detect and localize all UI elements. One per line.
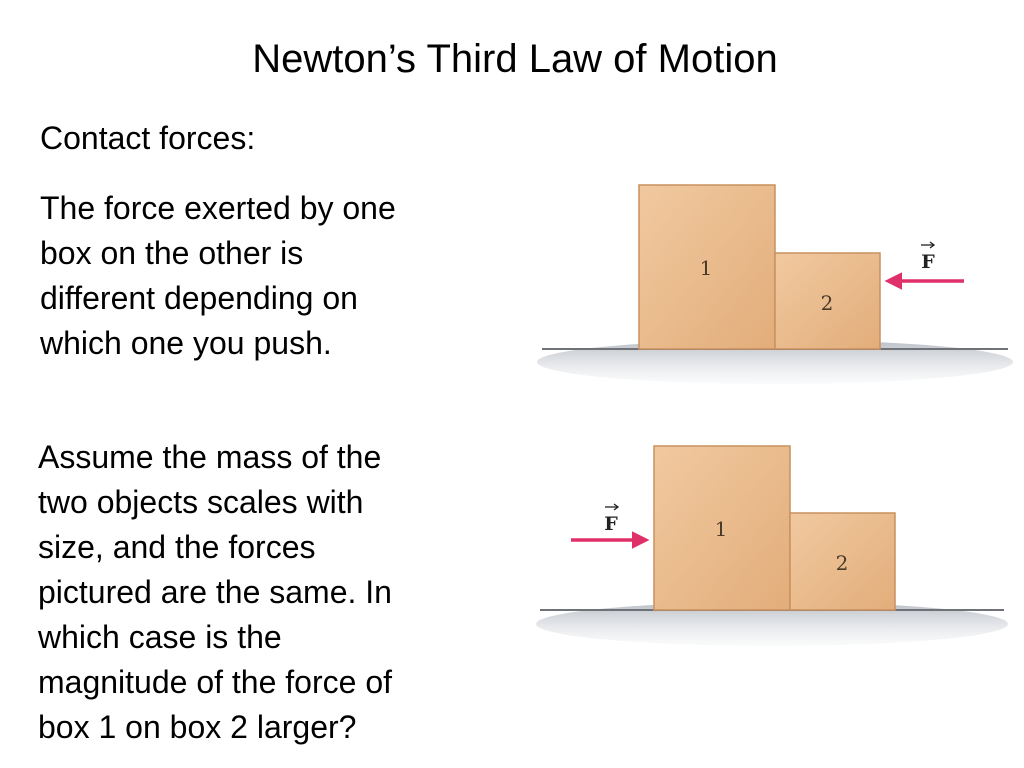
paragraph2-line: which case is the	[38, 619, 282, 655]
paragraph2-line: pictured are the same. In	[38, 574, 392, 610]
top-force-label: F	[921, 241, 935, 273]
paragraph1-line: The force exerted by one	[40, 190, 396, 226]
top-box-1-label: 1	[700, 256, 713, 280]
bottom-force-label: F	[604, 503, 620, 535]
paragraph1-line: box on the other is	[40, 235, 304, 271]
top-force-label-text: F	[921, 251, 935, 273]
bottom-force-label-text: F	[604, 513, 618, 535]
bottom-scene: 1 2 F	[536, 445, 1008, 646]
top-ground-shadow	[537, 340, 1013, 384]
paragraph-question: Assume the mass of the two objects scale…	[38, 435, 392, 750]
contact-forces-diagram: 1 2 F 1 2 F	[536, 184, 1013, 646]
paragraph2-line: two objects scales with	[38, 484, 364, 520]
paragraph2-line: Assume the mass of the	[38, 439, 382, 475]
bottom-box-2	[789, 512, 896, 611]
bottom-box-1	[653, 445, 791, 611]
contact-forces-heading: Contact forces:	[40, 120, 256, 156]
paragraph1-line: different depending on	[40, 280, 358, 316]
bottom-ground-shadow	[536, 602, 1008, 646]
top-box-1	[638, 184, 776, 350]
bottom-box-2-label: 2	[836, 551, 849, 575]
top-box-2-label: 2	[821, 291, 834, 315]
paragraph-force-depends: The force exerted by one box on the othe…	[40, 186, 396, 366]
bottom-box-1-label: 1	[715, 517, 728, 541]
slide-title: Newton’s Third Law of Motion	[252, 37, 778, 81]
top-scene: 1 2 F	[537, 184, 1013, 384]
paragraph2-line: size, and the forces	[38, 529, 316, 565]
paragraph2-line: magnitude of the force of	[38, 664, 392, 700]
top-box-2	[774, 252, 881, 350]
paragraph2-line: box 1 on box 2 larger?	[38, 709, 357, 745]
paragraph1-line: which one you push.	[40, 325, 332, 361]
